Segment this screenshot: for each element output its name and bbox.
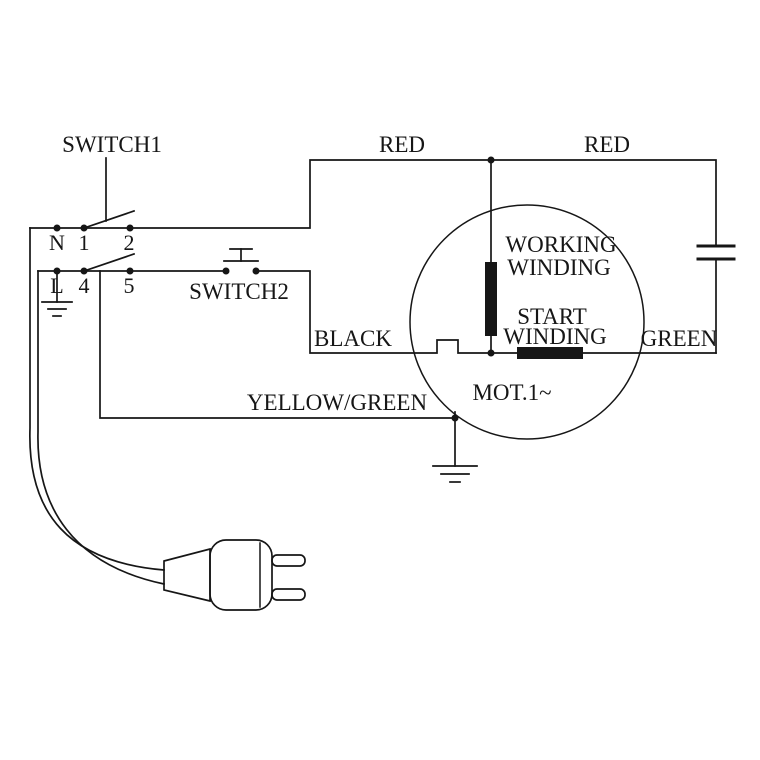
junction-red-winding [487,156,495,164]
wire-neutral-red-run [29,159,717,247]
junction-yellow-green [451,414,459,422]
switch2-contact-left [222,267,230,275]
label-green: GREEN [641,326,718,351]
terminal-dot-5 [126,267,134,275]
terminal-dot-2 [126,224,134,232]
switch1-blade-bottom [82,252,136,273]
label-terminal-5: 5 [124,273,135,298]
label-terminal-1: 1 [79,230,90,255]
label-working-winding-2: WINDING [507,255,610,280]
label-switch2: SWITCH2 [189,279,289,304]
wire-black-run [255,270,717,354]
plug-body [209,539,273,611]
label-motor: MOT.1~ [472,380,551,405]
label-start-winding-1: START [517,304,587,329]
plug-pin-bottom [271,588,306,601]
plug-pin-top [271,554,306,567]
label-start-winding-2: WINDING [503,324,606,349]
start-winding-bar [517,347,583,359]
terminal-dot-1 [80,224,88,232]
terminal-dot-l [53,267,61,275]
label-red-left: RED [379,132,425,157]
label-black: BLACK [314,326,392,351]
label-working-winding-1: WORKING [505,232,616,257]
terminal-dot-n [53,224,61,232]
switch1-blade-top [82,209,136,230]
label-terminal-l: L [50,273,63,298]
power-cord-inner [37,270,166,586]
label-switch1: SWITCH1 [62,132,162,157]
label-terminal-4: 4 [79,273,90,298]
wire-yellow-green [99,270,456,419]
switch2-contact-right [252,267,260,275]
motor-circle [409,204,645,440]
working-winding-bar [485,262,497,336]
label-yellow-green: YELLOW/GREEN [247,390,428,415]
terminal-dot-4 [80,267,88,275]
label-terminal-n: N [49,230,65,255]
junction-windings [487,349,495,357]
label-red-right: RED [584,132,630,157]
plug-boot [163,547,211,603]
label-terminal-2: 2 [124,230,135,255]
power-cord-outer [29,227,165,571]
